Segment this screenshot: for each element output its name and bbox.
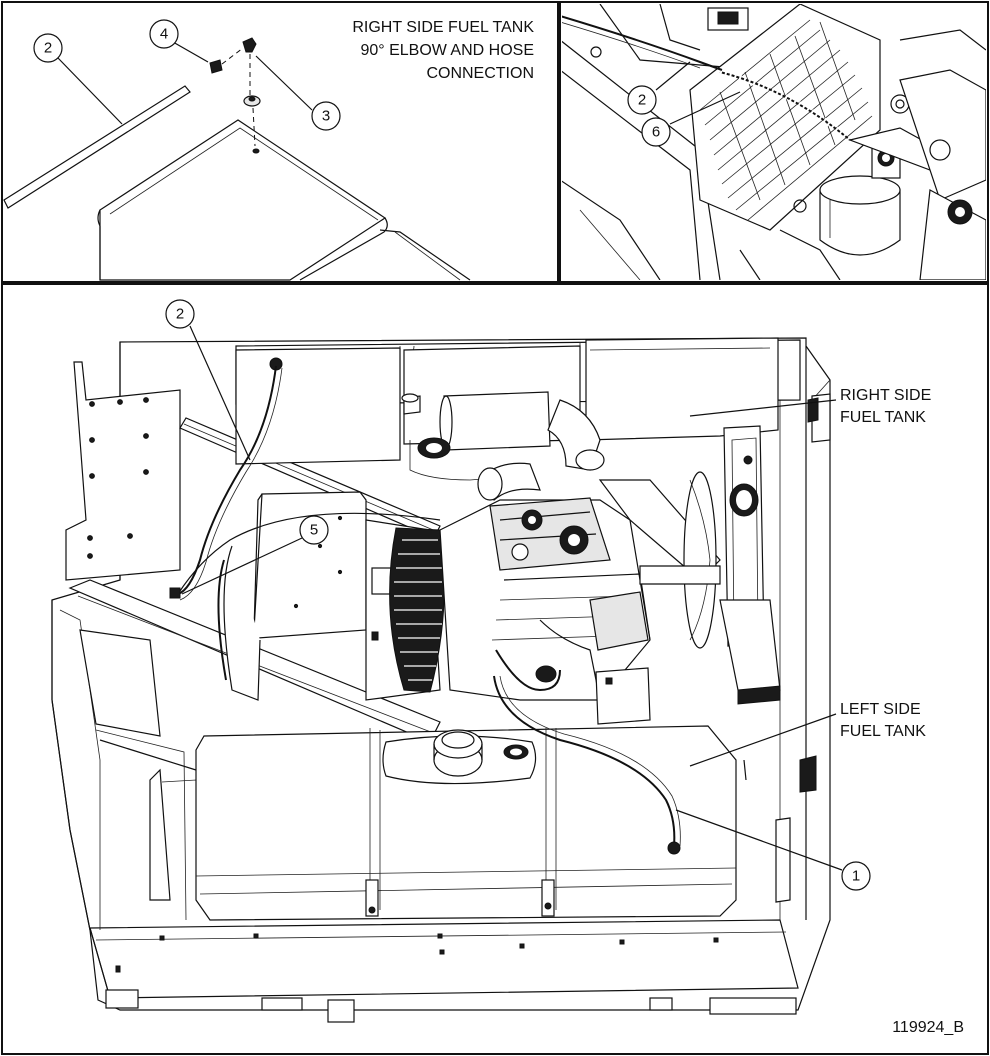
front-base-rail <box>89 919 799 999</box>
detail-title-line-1: RIGHT SIDE FUEL TANK <box>352 19 534 36</box>
fuel-fill-cap <box>433 729 483 777</box>
radiator-grille <box>689 4 881 231</box>
callout-4: 4 <box>149 19 209 63</box>
svg-text:3: 3 <box>322 108 330 125</box>
generator-enclosure <box>51 337 831 1023</box>
svg-text:4: 4 <box>160 26 168 43</box>
callout-2-top-right: 2 <box>627 61 691 115</box>
fuel-filter <box>819 94 941 256</box>
top-left-detail <box>3 37 471 281</box>
svg-text:2: 2 <box>638 92 646 109</box>
fuel-hose-2 <box>177 365 277 595</box>
detail-title-line-3: CONNECTION <box>426 65 534 82</box>
callout-2-main: 2 <box>165 299 251 461</box>
fuel-hose-1 <box>493 675 676 847</box>
right-fuel-tank <box>585 337 779 441</box>
engine <box>439 399 781 725</box>
left-tank-label-line-2: FUEL TANK <box>840 723 926 740</box>
hose-2-detail <box>3 85 191 209</box>
svg-text:5: 5 <box>310 522 318 539</box>
fuel-hose-5 <box>177 512 441 595</box>
right-tank-label-line-1: RIGHT SIDE <box>840 387 931 404</box>
svg-text:6: 6 <box>652 124 660 141</box>
top-right-panel-frame <box>559 1 989 283</box>
cooling-fan <box>683 471 717 649</box>
callout-1: 1 <box>675 809 871 891</box>
hose-2-routing <box>562 15 723 71</box>
left-tank-label-line-1: LEFT SIDE <box>840 701 921 718</box>
clamp-4 <box>209 59 223 74</box>
callout-2-top-left: 2 <box>33 33 123 125</box>
svg-text:1: 1 <box>852 868 860 885</box>
figure-id: 119924_B <box>892 1019 964 1036</box>
callout-6: 6 <box>641 91 741 147</box>
callout-3: 3 <box>255 55 341 131</box>
right-fuel-tank-label: RIGHT SIDE FUEL TANK <box>689 387 931 426</box>
left-fuel-tank <box>195 725 737 921</box>
callout-5: 5 <box>181 515 329 595</box>
top-left-panel-frame <box>1 1 559 283</box>
detail-title: RIGHT SIDE FUEL TANK 90° ELBOW AND HOSE … <box>352 19 534 82</box>
detail-title-line-2: 90° ELBOW AND HOSE <box>360 42 534 59</box>
top-right-detail <box>562 4 986 280</box>
hose-6-spiral <box>719 69 852 143</box>
muffler <box>401 391 551 451</box>
right-tank-label-line-2: FUEL TANK <box>840 409 926 426</box>
left-fuel-tank-label: LEFT SIDE FUEL TANK <box>689 701 926 767</box>
svg-text:2: 2 <box>44 40 52 57</box>
svg-text:2: 2 <box>176 306 184 323</box>
main-panel-frame <box>1 283 989 1055</box>
flywheel-grille <box>389 527 445 693</box>
elbow-fitting <box>242 37 257 53</box>
